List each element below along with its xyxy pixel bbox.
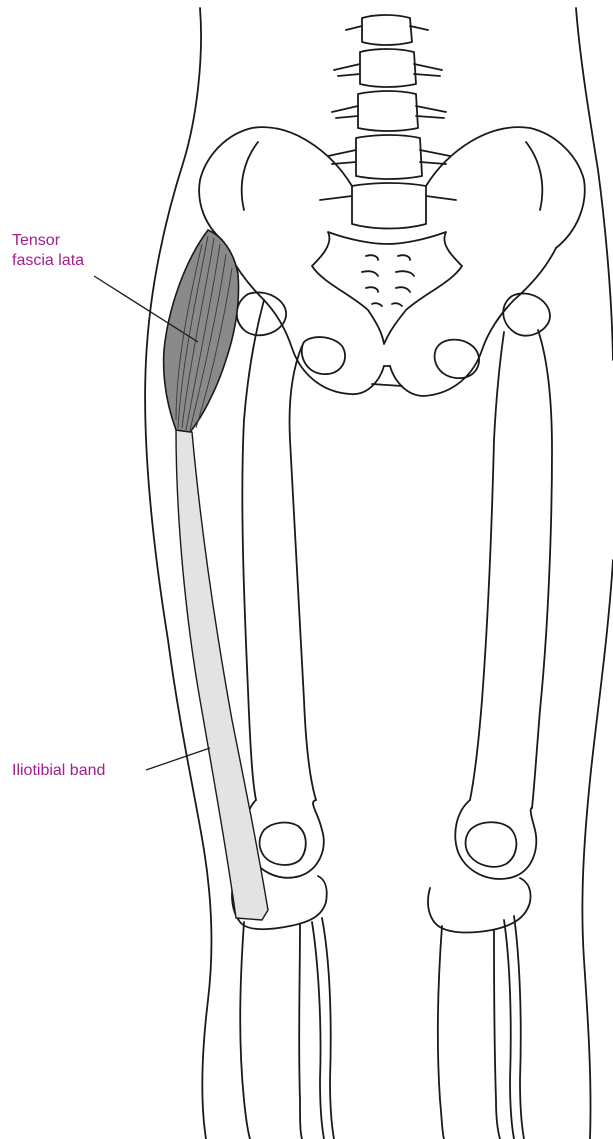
iliotibial-band-shape bbox=[176, 430, 268, 920]
femur-left bbox=[242, 300, 323, 878]
tibia-fibula-right bbox=[428, 878, 531, 1139]
iliotibial-leader-line bbox=[146, 748, 210, 770]
tensor-fascia-lata-label: Tensor fascia lata bbox=[12, 231, 84, 271]
pelvis bbox=[199, 127, 585, 396]
femur-right bbox=[455, 330, 552, 879]
lumbar-spine bbox=[320, 15, 456, 229]
tensor-fascia-lata-muscle bbox=[164, 230, 239, 432]
iliotibial-band-label: Iliotibial band bbox=[12, 761, 105, 781]
tensor-label-line1: Tensor bbox=[12, 231, 84, 251]
sacrum bbox=[312, 232, 462, 344]
tensor-label-line2: fascia lata bbox=[12, 251, 84, 271]
body-outline-right bbox=[576, 8, 613, 1139]
